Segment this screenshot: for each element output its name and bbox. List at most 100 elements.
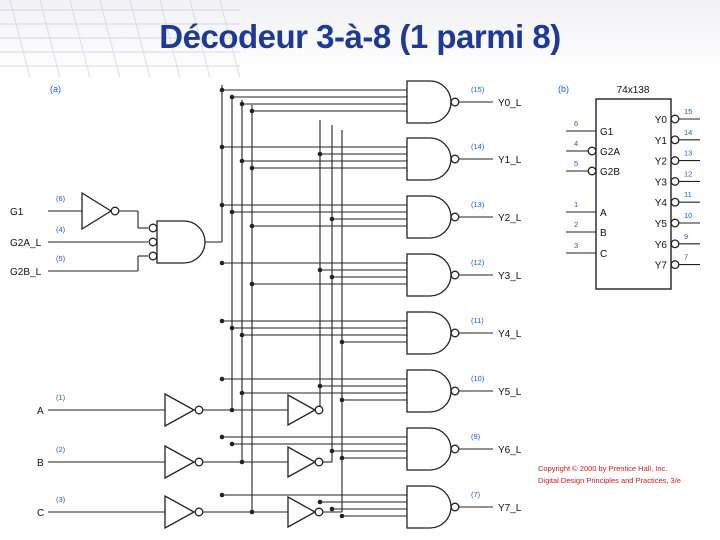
junction-dot <box>219 144 225 150</box>
chip-pin-number: 6 <box>574 119 578 128</box>
inversion-bubble <box>314 405 324 415</box>
wires <box>48 85 493 517</box>
junction-dot <box>229 209 235 215</box>
inversion-bubble <box>587 146 597 156</box>
output-label-y3_l: Y3_L <box>498 271 522 282</box>
buffer-inverter <box>287 495 317 529</box>
input-pin-g2b_l: (5) <box>56 254 66 263</box>
inversion-bubble <box>670 260 680 270</box>
chip-pin-number: 4 <box>574 139 578 148</box>
enable-and-gate <box>156 220 206 264</box>
output-label-y5_l: Y5_L <box>498 387 522 398</box>
junction-dot <box>339 397 345 403</box>
nand-gate-3 <box>406 253 452 297</box>
output-pin-y3_l: (12) <box>471 258 485 267</box>
chip-pin-number: 14 <box>684 128 692 137</box>
junction-dot <box>329 216 335 222</box>
inversion-bubble <box>670 135 680 145</box>
output-pin-y1_l: (14) <box>471 142 485 151</box>
junction-dot <box>219 87 225 93</box>
g1-inverter <box>81 191 113 231</box>
panel-a-label: (a) <box>50 84 61 94</box>
inversion-bubble <box>450 270 460 280</box>
chip-pin-label-y6: Y6 <box>655 240 668 251</box>
panel-b-label: (b) <box>558 84 569 94</box>
junction-dot <box>249 223 255 229</box>
inversion-bubble <box>670 176 680 186</box>
chip-pin-label-g2a: G2A <box>600 147 620 158</box>
output-pin-y2_l: (13) <box>471 200 485 209</box>
input-pin-g1: (6) <box>56 194 66 203</box>
input-label-g2b_l: G2B_L <box>10 267 42 278</box>
junction-dot <box>219 260 225 266</box>
chip-74x138: 74x138G16G2A4G2B5A1B2C3Y015Y114Y213Y312Y… <box>566 85 700 290</box>
copyright-line: Copyright © 2000 by Prentice Hall, Inc. <box>538 464 667 473</box>
input-label-g1: G1 <box>10 207 24 218</box>
nand-gate-2 <box>406 195 452 239</box>
input-label-g2a_l: G2A_L <box>10 238 42 249</box>
chip-pin-label-y3: Y3 <box>655 177 668 188</box>
output-pin-y0_l: (15) <box>471 85 485 94</box>
junction-dot <box>329 274 335 280</box>
input-inverter <box>164 444 196 480</box>
inversion-bubble <box>450 502 460 512</box>
junction-dot <box>219 376 225 382</box>
output-pin-y7_l: (7) <box>471 490 481 499</box>
nand-gate-6 <box>406 427 452 471</box>
junction-dot <box>229 441 235 447</box>
inversion-bubble <box>314 457 324 467</box>
inversion-bubble <box>148 251 158 261</box>
chip-body <box>595 98 672 290</box>
inversion-bubble <box>450 154 460 164</box>
output-label-y4_l: Y4_L <box>498 329 522 340</box>
copyright-line: Digital Design Principles and Practices,… <box>538 476 681 485</box>
inversion-bubble <box>194 457 204 467</box>
gates <box>81 80 460 530</box>
chip-name: 74x138 <box>617 85 650 96</box>
junction-dot <box>219 492 225 498</box>
junction-dot <box>249 281 255 287</box>
header-banner: Décodeur 3-à-8 (1 parmi 8) <box>0 0 720 78</box>
labels: (a)(b)G1(6)G2A_L(4)G2B_L(5)A(1)B(2)C(3)Y… <box>10 84 569 519</box>
chip-pin-label-b: B <box>600 228 607 239</box>
junction-dot <box>317 499 323 505</box>
chip-pin-label-g2b: G2B <box>600 167 620 178</box>
input-inverter <box>164 494 196 530</box>
chip-pin-label-y5: Y5 <box>655 219 668 230</box>
junction-dot <box>329 448 335 454</box>
output-pin-y5_l: (10) <box>471 374 485 383</box>
inversion-bubble <box>450 386 460 396</box>
nand-gate-4 <box>406 311 452 355</box>
inversion-bubble <box>670 114 680 124</box>
output-label-y2_l: Y2_L <box>498 213 522 224</box>
copyright-notice: Copyright © 2000 by Prentice Hall, Inc. D… <box>538 464 681 485</box>
chip-pin-number: 13 <box>684 149 692 158</box>
output-label-y1_l: Y1_L <box>498 155 522 166</box>
chip-pin-number: 10 <box>684 211 692 220</box>
input-inverter <box>164 392 196 428</box>
junction-dot <box>219 202 225 208</box>
output-label-y7_l: Y7_L <box>498 503 522 514</box>
junction-dot <box>249 108 255 114</box>
chip-pin-number: 3 <box>574 241 578 250</box>
chip-pin-number: 9 <box>684 232 688 241</box>
chip-pin-number: 2 <box>574 220 578 229</box>
inversion-bubble <box>148 237 158 247</box>
inversion-bubble <box>450 444 460 454</box>
header-pattern <box>0 0 240 78</box>
nand-gate-1 <box>406 137 452 181</box>
output-label-y6_l: Y6_L <box>498 445 522 456</box>
junction-dot <box>239 459 245 465</box>
junction-dot <box>339 513 345 519</box>
junction-dot <box>317 383 323 389</box>
junction-dot <box>239 332 245 338</box>
inversion-bubble <box>314 507 324 517</box>
output-label-y0_l: Y0_L <box>498 98 522 109</box>
inversion-bubble <box>450 97 460 107</box>
junction-dot <box>219 434 225 440</box>
inversion-bubble <box>670 239 680 249</box>
junction-dot <box>219 318 225 324</box>
junction-dot <box>239 158 245 164</box>
inversion-bubble <box>450 328 460 338</box>
nand-gate-7 <box>406 485 452 529</box>
